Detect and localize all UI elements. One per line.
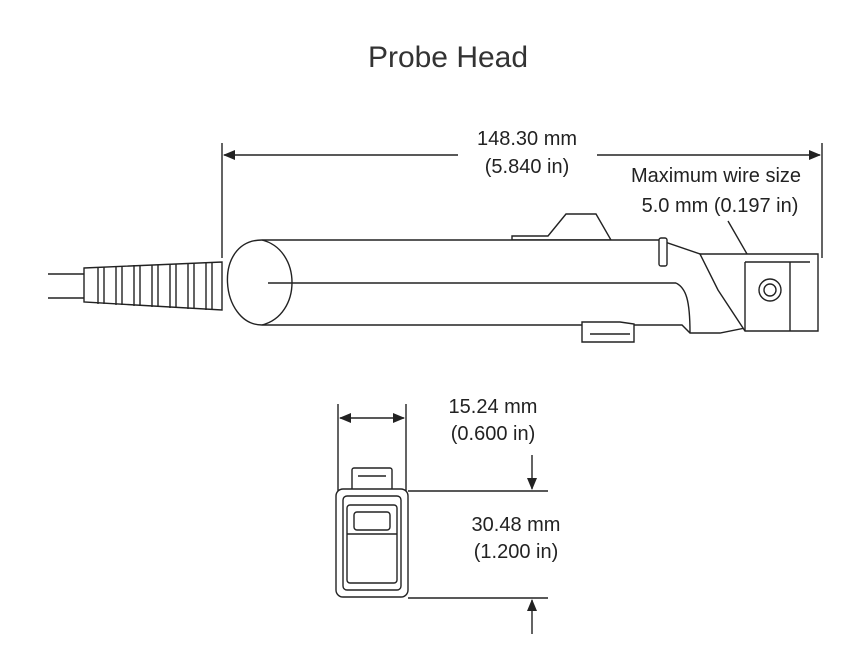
- probe-body: [226, 239, 747, 334]
- wire-size-callout: Maximum wire size 5.0 mm (0.197 in): [631, 165, 801, 281]
- probe-front-view: 15.24 mm (0.600 in) 30.48 mm (1.200 in): [335, 396, 561, 634]
- slider-bump: [511, 213, 613, 241]
- bottom-clip: [581, 321, 635, 343]
- wire-size-value: 5.0 mm (0.197 in): [642, 195, 799, 217]
- height-in-label: (1.200 in): [474, 541, 559, 563]
- body-nose: [261, 239, 293, 326]
- jaw-collar: [658, 237, 668, 267]
- length-mm-label: 148.30 mm: [477, 128, 577, 150]
- front-window: [353, 511, 391, 531]
- height-mm-label: 30.48 mm: [472, 514, 561, 536]
- wire-aperture: [758, 278, 782, 302]
- diagram-title: Probe Head: [368, 41, 528, 74]
- length-dimension: 148.30 mm (5.840 in): [221, 128, 823, 258]
- wire-size-label: Maximum wire size: [631, 165, 801, 187]
- length-in-label: (5.840 in): [485, 156, 570, 178]
- probe-side-view: [48, 213, 819, 343]
- width-in-label: (0.600 in): [451, 423, 536, 445]
- strain-relief: [83, 261, 223, 311]
- width-mm-label: 15.24 mm: [449, 396, 538, 418]
- body-curve: [675, 282, 691, 334]
